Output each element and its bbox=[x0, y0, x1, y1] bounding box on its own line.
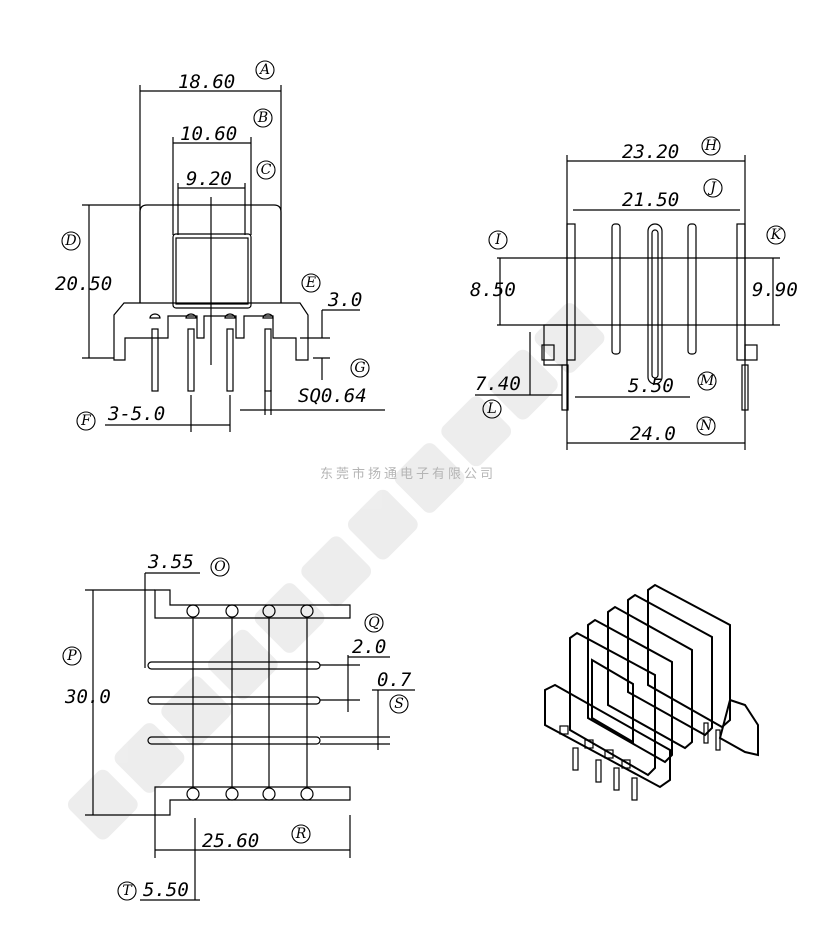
dim-B-value: 10.60 bbox=[180, 123, 237, 145]
dim-E-label: E bbox=[305, 275, 316, 291]
dim-P-label: P bbox=[66, 648, 77, 664]
dim-K-label: K bbox=[770, 227, 783, 243]
dim-T-value: 5.50 bbox=[143, 879, 189, 901]
dim-H-value: 23.20 bbox=[622, 141, 679, 163]
dim-T-label: T bbox=[122, 883, 133, 899]
dim-F-label: F bbox=[80, 413, 92, 429]
dim-I-value: 8.50 bbox=[470, 279, 516, 301]
dim-O-value: 3.55 bbox=[147, 551, 194, 573]
dim-C-label: C bbox=[261, 162, 272, 178]
dim-O-label: O bbox=[214, 559, 226, 575]
dim-M-value: 5.50 bbox=[628, 375, 674, 397]
watermark-small: 东莞市扬通电子有限公司 bbox=[319, 467, 496, 482]
dim-D-label: D bbox=[64, 233, 76, 249]
dim-J-value: 21.50 bbox=[622, 189, 679, 211]
dim-A-value: 18.60 bbox=[178, 71, 235, 93]
dim-B-label: B bbox=[257, 110, 268, 126]
dim-Q-value: 2.0 bbox=[352, 636, 386, 658]
dim-N-value: 24.0 bbox=[630, 423, 676, 445]
dim-R-label: R bbox=[295, 826, 307, 842]
dim-M-label: M bbox=[699, 373, 715, 389]
dim-P-value: 30.0 bbox=[64, 686, 111, 708]
dim-S-value: 0.7 bbox=[377, 669, 412, 691]
front-view: 18.60 A 10.60 B 9.20 C 20.50 D 3.0 E bbox=[55, 60, 385, 432]
dim-S-label: S bbox=[394, 696, 404, 712]
dim-R-value: 25.60 bbox=[202, 830, 259, 852]
dim-G-value: SQ0.64 bbox=[298, 385, 367, 407]
dim-C-value: 9.20 bbox=[186, 168, 232, 190]
dim-L-value: 7.40 bbox=[475, 373, 521, 395]
dim-A-label: A bbox=[258, 62, 270, 78]
dim-K-value: 9.90 bbox=[752, 279, 798, 301]
dim-G-label: G bbox=[354, 360, 365, 376]
watermark-large bbox=[67, 303, 605, 840]
dim-Q-label: Q bbox=[368, 615, 380, 631]
dim-F-value: 3-5.0 bbox=[107, 403, 165, 425]
dim-L-label: L bbox=[486, 401, 496, 417]
dim-H-label: H bbox=[704, 138, 718, 154]
dim-E-value: 3.0 bbox=[327, 289, 362, 311]
dim-J-label: J bbox=[707, 180, 717, 196]
dim-N-label: N bbox=[699, 418, 713, 434]
isometric-view bbox=[544, 583, 759, 801]
dim-D-value: 20.50 bbox=[55, 273, 112, 295]
side-view: 23.20 H 21.50 J 8.50 I 9.90 K 7.40 L bbox=[470, 136, 798, 450]
bottom-view: 30.0 P 3.55 O Q 2.0 0.7 S 25.60 R 5.50 T bbox=[62, 551, 415, 901]
dim-I-label: I bbox=[494, 232, 501, 248]
